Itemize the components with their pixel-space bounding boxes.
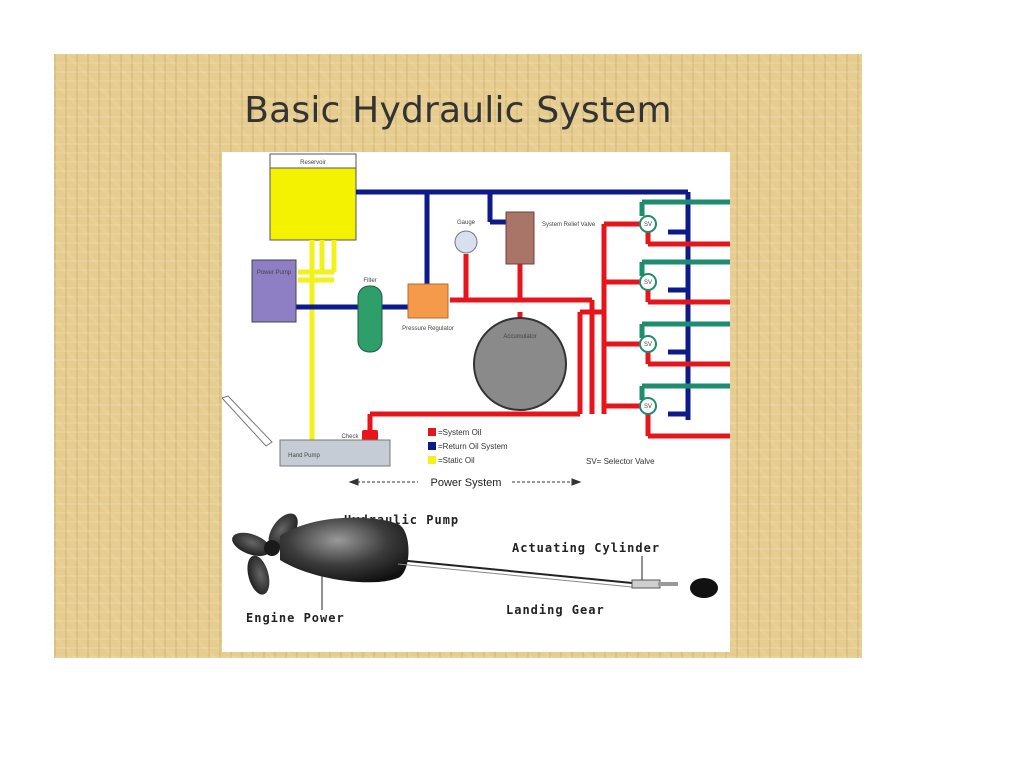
power-system-label: Power System (431, 477, 502, 489)
power-pump-label: Power Pump (257, 270, 292, 276)
reservoir-tank (269, 167, 357, 241)
actuating-cylinder (631, 579, 678, 589)
power-pump (251, 259, 297, 323)
legend-static-oil: =Static Oil (438, 456, 475, 465)
selector-valve-1: SV (639, 215, 657, 233)
legend-system-oil: =System Oil (438, 428, 482, 437)
legend-swatch-system-oil (428, 428, 436, 436)
selector-valve-4: SV (639, 397, 657, 415)
hydraulic-diagram: Reservoir (222, 153, 730, 625)
diagram-panel: Reservoir (222, 152, 730, 652)
engine-power-label: Engine Power (246, 611, 345, 625)
accumulator-label: Accumulator (503, 334, 536, 340)
pressure-regulator (407, 283, 449, 319)
selector-valve-3: SV (639, 335, 657, 353)
check-label: Check (341, 434, 359, 440)
legend-swatch-return-oil (428, 442, 436, 450)
system-relief-valve-label: System Relief Valve (542, 222, 596, 228)
legend: =System Oil =Return Oil System =Static O… (428, 428, 508, 465)
selector-valve-2-label: SV (644, 280, 652, 286)
drive-shaft (397, 559, 643, 585)
hydraulic-pump-body (280, 517, 409, 583)
actuating-cylinder-label: Actuating Cylinder (512, 541, 660, 555)
system-relief-valve (505, 211, 535, 265)
system-oil-lines (367, 221, 730, 439)
gauge (454, 230, 478, 254)
gauge-label: Gauge (457, 220, 476, 226)
legend-return-oil: =Return Oil System (438, 442, 508, 451)
hand-pump-handle (222, 395, 273, 447)
selector-valve-1-label: SV (644, 222, 652, 228)
actuator-branch-lines (639, 199, 730, 400)
selector-valve-3-label: SV (644, 342, 652, 348)
reservoir-label: Reservoir (300, 160, 326, 166)
slide-background: Basic Hydraulic System Reservoir (54, 54, 862, 658)
static-oil-lines (298, 240, 337, 442)
selector-valve-note: SV= Selector Valve (586, 457, 655, 466)
hand-pump (279, 439, 391, 467)
accumulator (473, 317, 567, 411)
power-system-span (348, 478, 582, 486)
filter (357, 285, 383, 353)
selector-valve-4-label: SV (644, 404, 652, 410)
drive-shaft-lower (397, 563, 643, 589)
slide-title: Basic Hydraulic System (244, 90, 672, 131)
propeller (232, 513, 298, 595)
landing-gear-wheel (690, 578, 718, 598)
filter-label: Filter (363, 278, 376, 284)
selector-valve-2: SV (639, 273, 657, 291)
return-oil-lines (292, 189, 691, 420)
legend-swatch-static-oil (428, 456, 436, 464)
pressure-regulator-label: Pressure Regulator (402, 326, 454, 332)
landing-gear-label: Landing Gear (506, 603, 605, 617)
hand-pump-label: Hand Pump (288, 453, 320, 459)
